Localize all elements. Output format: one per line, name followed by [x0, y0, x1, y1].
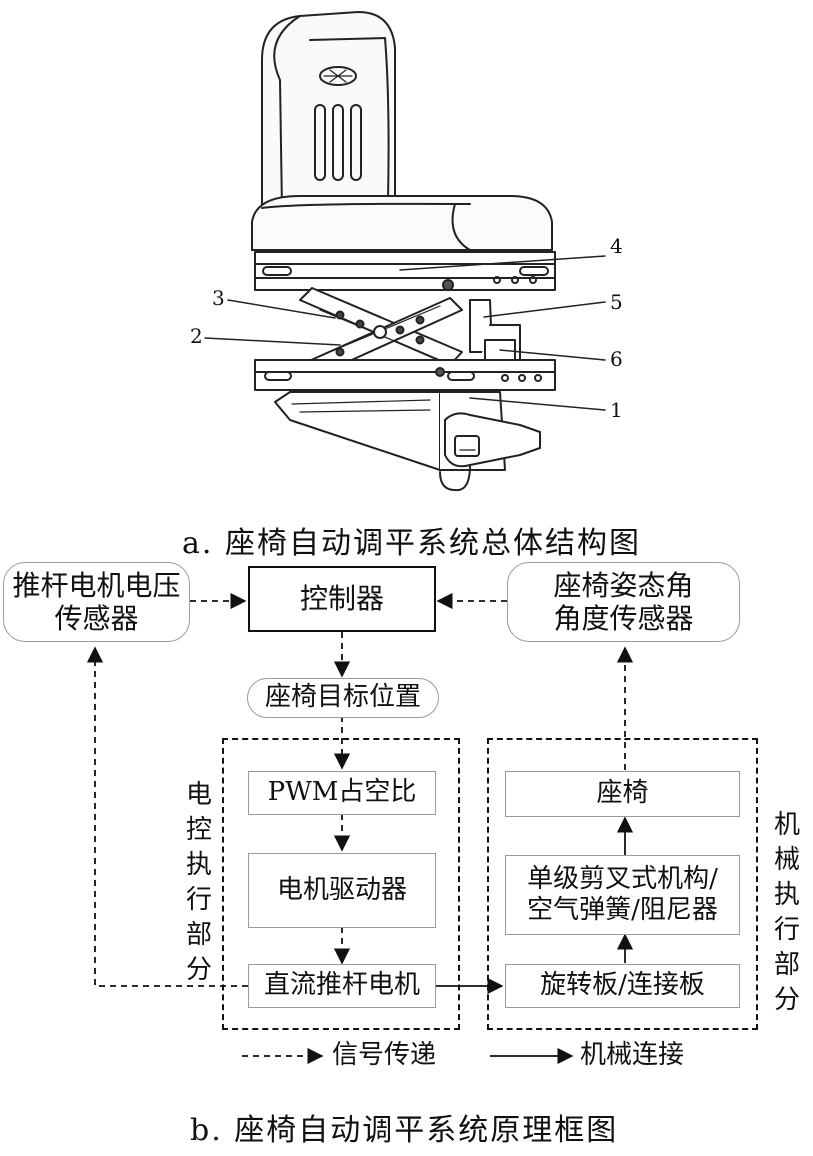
rotating-plate-node: 旋转板/连接板 [505, 964, 740, 1008]
callout-label: 5 [610, 290, 623, 314]
motor-driver-node: 电机驱动器 [248, 853, 436, 928]
callout-label: 1 [610, 398, 623, 422]
scissor-mechanism-node: 单级剪叉式机构/ 空气弹簧/阻尼器 [505, 855, 740, 935]
callout-label: 3 [212, 286, 225, 310]
controller-node: 控制器 [248, 566, 436, 632]
mechanical-execution-label: 机械执行部分 [773, 810, 800, 1015]
pwm-duty-node: PWM占空比 [248, 771, 436, 815]
figure-b-caption: b. 座椅自动调平系统原理框图 [190, 1113, 619, 1148]
callout-label: 6 [610, 347, 623, 371]
dc-motor-node: 直流推杆电机 [248, 964, 436, 1008]
electric-execution-label: 电控执行部分 [185, 780, 212, 985]
callout-label: 4 [610, 234, 623, 258]
callout-label: 2 [190, 324, 203, 348]
attitude-sensor-node: 座椅姿态角 角度传感器 [507, 562, 740, 642]
figure-a-caption: a. 座椅自动调平系统总体结构图 [182, 526, 641, 561]
electric-execution-group [222, 738, 460, 1030]
legend-signal-label: 信号传递 [332, 1040, 437, 1070]
voltage-sensor-node: 推杆电机电压 传感器 [3, 562, 190, 642]
seat-node: 座椅 [505, 771, 740, 817]
target-position-node: 座椅目标位置 [247, 678, 439, 718]
mechanical-execution-group [487, 738, 758, 1030]
legend-mechanical-label: 机械连接 [580, 1040, 685, 1070]
